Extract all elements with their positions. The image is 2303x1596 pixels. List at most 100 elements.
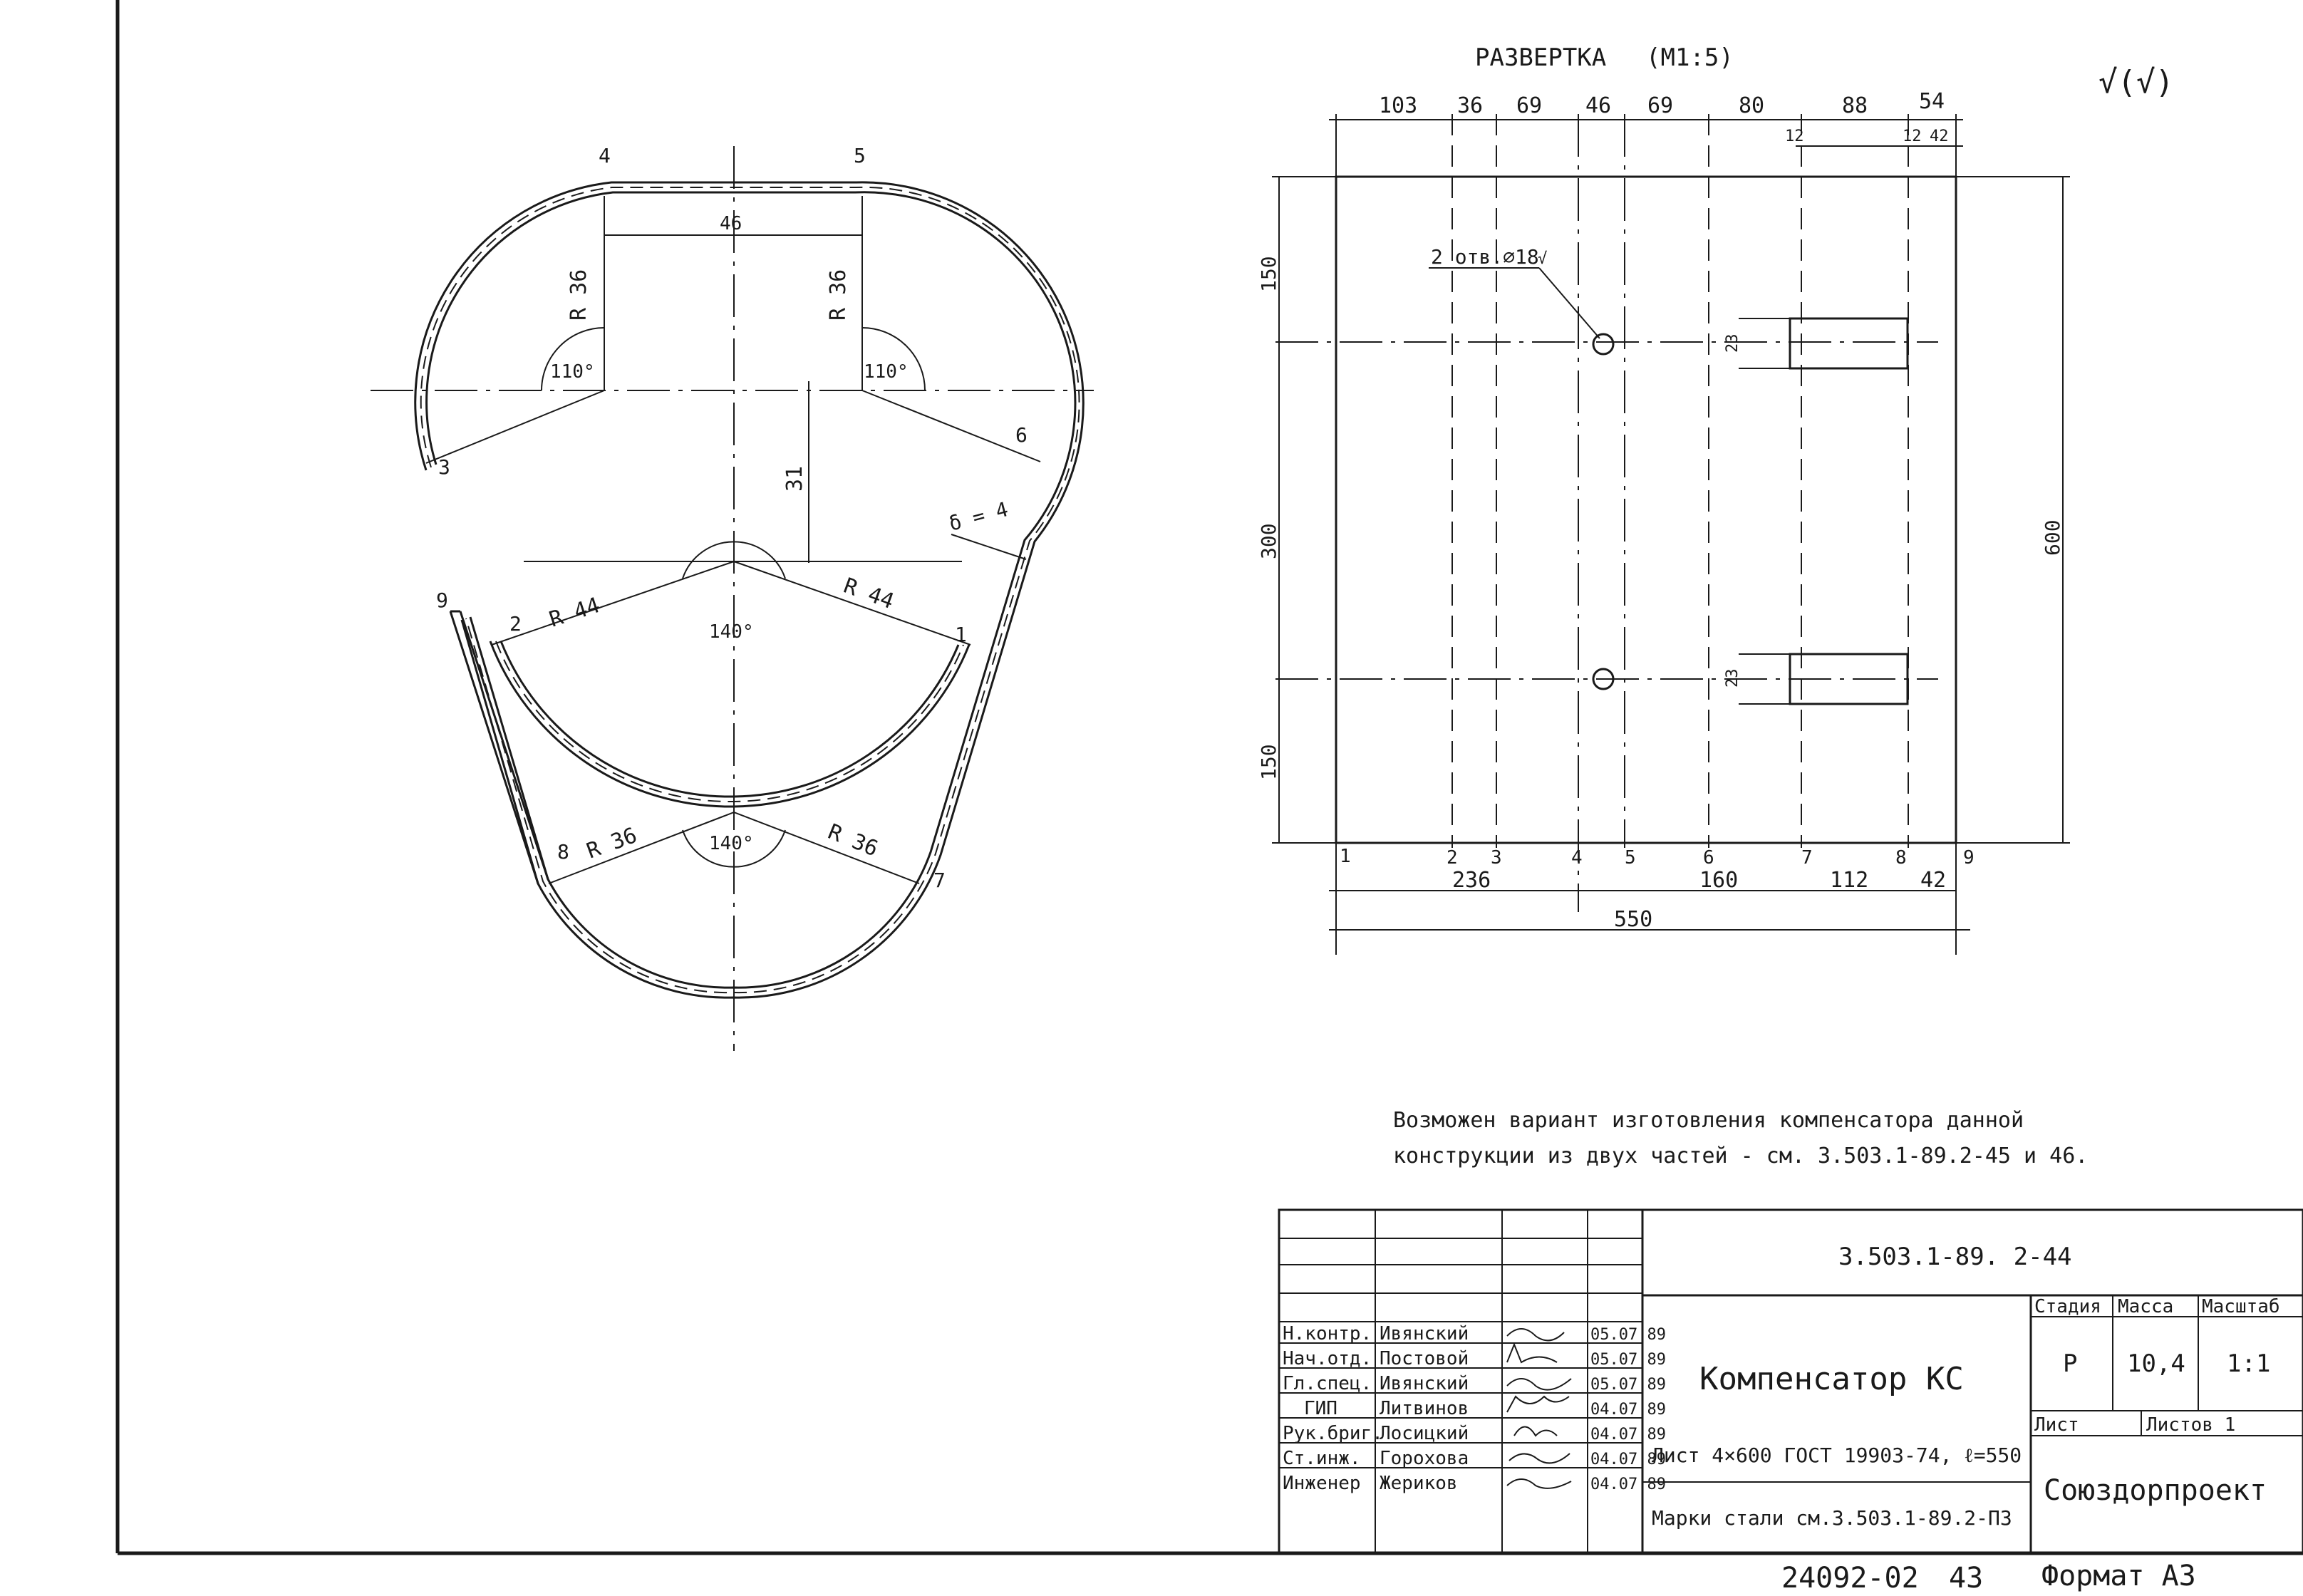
handwritten-signature: [1506, 1328, 1565, 1342]
unfold-point-9: 9: [1963, 847, 1975, 869]
handwritten-signature: [1508, 1453, 1570, 1464]
unfold-point-5: 5: [1625, 847, 1636, 869]
side-dim-2: 23: [1724, 669, 1742, 688]
handwritten-signature: [1513, 1426, 1558, 1437]
signature-role: Рук.бриг.: [1283, 1423, 1383, 1444]
sub-dim-1: 12: [1785, 128, 1804, 145]
hole-upper: [1592, 333, 1615, 356]
r44-right-label: R 44: [840, 574, 897, 615]
angle-110-right-label: 110°: [864, 361, 909, 383]
bottom-dim-2: 160: [1699, 868, 1738, 893]
unfold-drawing: РАЗВЕРТКА (М1:5) √(√): [1257, 43, 2174, 955]
bottom-dim-4: 42: [1920, 868, 1946, 893]
inventory-number: 24092-02: [1781, 1562, 1919, 1595]
stage-header: Стадия: [2034, 1296, 2101, 1317]
unfold-scale: (М1:5): [1646, 43, 1734, 72]
inner-loop-midline: [495, 641, 964, 803]
left-dim-3: 150: [1257, 744, 1280, 780]
r36-bottom-right-label: R 36: [824, 819, 881, 862]
point-4-label: 4: [599, 144, 611, 167]
signature-role: ГИП: [1304, 1398, 1337, 1419]
profile-midline: [420, 186, 1080, 994]
left-dim-2: 300: [1257, 523, 1280, 559]
inner-loop-inner: [500, 641, 960, 798]
sheet-frame: [115, 0, 2303, 1555]
point-9-label: 9: [436, 589, 448, 612]
hole-note: √: [1538, 250, 1547, 268]
top-dim-3: 69: [1516, 93, 1542, 118]
signature-date: 04.07.89: [1590, 1426, 1666, 1444]
point-6-label: 6: [1015, 423, 1028, 447]
handwritten-signature: [1506, 1478, 1572, 1489]
signature-name: Постовой: [1380, 1348, 1469, 1369]
point-2-label: 2: [509, 612, 522, 636]
signature-name: Ивянский: [1380, 1373, 1469, 1394]
signature-row: Рук.бриг. Лосицкий 04.07.89: [1279, 1423, 1666, 1444]
material-line-2: Марки стали см.3.503.1-89.2-ПЗ: [1652, 1506, 2012, 1530]
signature-row: Ст.инж. Горохова 04.07.89: [1279, 1448, 1666, 1469]
signature-date: 05.07.89: [1590, 1326, 1666, 1344]
mass-value: 10,4: [2127, 1349, 2185, 1378]
signature-name: Горохова: [1380, 1448, 1469, 1469]
note-line-1: Возможен вариант изготовления компенсато…: [1393, 1108, 2024, 1133]
unfold-plate: [1335, 175, 1957, 844]
signature-role: Н.контр.: [1283, 1323, 1372, 1344]
top-dim-7: 88: [1842, 93, 1868, 118]
doc-name: Компенсатор КС: [1699, 1361, 1964, 1397]
bottom-dim-1: 236: [1452, 868, 1491, 893]
left-dim-1: 150: [1257, 256, 1280, 292]
hole-label: 2 отв.⌀18: [1431, 245, 1539, 269]
sub-dim-2: 12: [1903, 128, 1922, 145]
signature-name: Ивянский: [1380, 1323, 1469, 1344]
unfold-point-8: 8: [1895, 847, 1907, 869]
unfold-point-6: 6: [1703, 847, 1714, 869]
point-3-label: 3: [438, 455, 450, 479]
signatures: Н.контр. Ивянский 05.07.89 Нач.отд. Пост…: [1279, 1323, 1666, 1494]
profile-drawing: 4 5 3 6 2 1 9 8 7 46 R 36 R 36 110° 110°…: [371, 144, 1094, 1051]
r36-left-label: R 36: [566, 269, 591, 321]
signature-date: 04.07.89: [1590, 1401, 1666, 1419]
side-dim-1: 23: [1724, 334, 1742, 353]
signature-role: Ст.инж.: [1283, 1448, 1361, 1469]
mass-header: Масса: [2118, 1296, 2173, 1317]
handwritten-signature: [1506, 1378, 1572, 1391]
scale-value: 1:1: [2227, 1349, 2270, 1378]
sub-dim-3: 42: [1930, 128, 1949, 145]
r36-right-label: R 36: [826, 269, 851, 321]
scale-header: Масштаб: [2202, 1296, 2280, 1317]
signature-name: Литвинов: [1380, 1398, 1469, 1419]
signature-role: Гл.спец.: [1283, 1373, 1372, 1394]
r36-bottom-left-label: R 36: [584, 823, 641, 864]
top-dim-8: 54: [1919, 89, 1945, 114]
signature-name: Лосицкий: [1380, 1423, 1469, 1444]
signature-role: Инженер: [1283, 1473, 1361, 1494]
format-label: Формат А3: [2041, 1560, 2196, 1592]
signature-date: 04.07.89: [1590, 1476, 1666, 1493]
top-dim-2: 36: [1457, 93, 1483, 118]
unfold-point-4: 4: [1571, 847, 1583, 869]
top-dim-1: 103: [1379, 93, 1417, 118]
angle-140-top-label: 140°: [709, 621, 754, 643]
r44-left-label: R 44: [547, 593, 604, 633]
unfold-point-1: 1: [1340, 846, 1351, 867]
handwritten-signature: [1506, 1342, 1558, 1364]
top-dim-6: 80: [1739, 93, 1764, 118]
top-dim-5: 69: [1647, 93, 1673, 118]
title-block: 3.503.1-89. 2-44 Компенсатор КС Стадия М…: [1278, 1208, 2303, 1555]
hole-lower: [1592, 668, 1615, 690]
signature-date: 05.07.89: [1590, 1376, 1666, 1394]
corner-mark: √(√): [2098, 64, 2174, 100]
dim-46-label: 46: [720, 213, 742, 234]
unfold-point-7: 7: [1801, 847, 1813, 869]
slot-upper: [1789, 317, 1909, 370]
bottom-dim-3: 112: [1830, 868, 1868, 893]
page-number: 43: [1949, 1562, 1983, 1595]
angle-140-bottom-label: 140°: [709, 833, 754, 854]
sheet-label: Лист: [2034, 1414, 2079, 1436]
handwritten-signature: [1506, 1395, 1570, 1413]
note-line-2: конструкции из двух частей - см. 3.503.1…: [1393, 1144, 2088, 1168]
point-7-label: 7: [933, 869, 946, 892]
signature-name: Жериков: [1380, 1473, 1458, 1494]
material-line-1: Лист 4×600 ГОСТ 19903-74, ℓ=550: [1652, 1444, 2022, 1467]
organization: Союздорпроект: [2044, 1474, 2267, 1507]
